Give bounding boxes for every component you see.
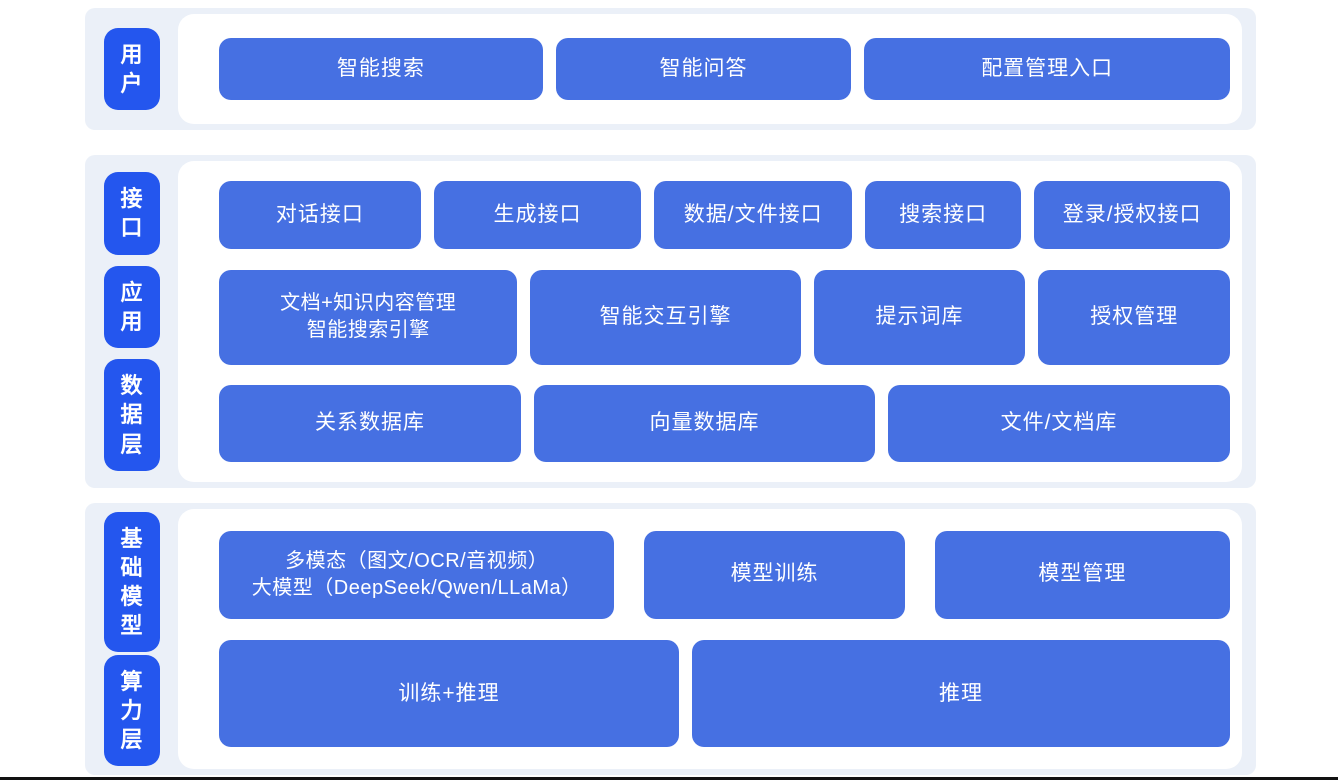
band-user-layer: 用户 智能搜索 智能问答 配置管理入口	[85, 8, 1256, 130]
block-data-file-api: 数据/文件接口	[654, 181, 853, 250]
block-label: 向量数据库	[649, 411, 760, 435]
block-login-auth-api: 登录/授权接口	[1034, 181, 1230, 250]
bottom-border-line	[0, 777, 1338, 780]
block-label: 文件/文档库	[1000, 411, 1118, 435]
row-interfaces: 对话接口 生成接口 数据/文件接口 搜索接口 登录/授权接口	[219, 181, 1230, 250]
tab-data-layer: 数据层	[103, 359, 160, 471]
block-label: 数据/文件接口	[683, 203, 823, 227]
band-foundation-compute: 基础模型 算力层 多模态（图文/OCR/音视频） 大模型（DeepSeek/Qw…	[85, 503, 1256, 775]
block-label: 智能搜索	[336, 56, 425, 80]
panel-interface-application-data: 对话接口 生成接口 数据/文件接口 搜索接口 登录/授权接口 文档+知识内容管理…	[178, 161, 1242, 482]
block-auth-management: 授权管理	[1038, 269, 1230, 365]
tab-compute-layer: 算力层	[103, 654, 160, 767]
block-model-management: 模型管理	[934, 530, 1231, 619]
row-user-entries: 智能搜索 智能问答 配置管理入口	[219, 38, 1230, 100]
block-training-plus-inference: 训练+推理	[219, 640, 679, 748]
block-inference: 推理	[692, 640, 1230, 748]
block-label: 推理	[939, 681, 983, 705]
row-compute: 训练+推理 推理	[219, 640, 1230, 748]
block-label: 模型训练	[730, 562, 819, 586]
block-smart-interaction-engine: 智能交互引擎	[530, 269, 801, 365]
block-label: 智能交互引擎	[599, 304, 732, 328]
layer-tab-column: 基础模型 算力层	[85, 503, 178, 775]
row-applications: 文档+知识内容管理 智能搜索引擎 智能交互引擎 提示词库 授权管理	[219, 269, 1230, 365]
block-label: 多模态（图文/OCR/音视频） 大模型（DeepSeek/Qwen/LLaMa）	[251, 549, 582, 599]
block-label: 文档+知识内容管理 智能搜索引擎	[280, 292, 457, 341]
block-relational-database: 关系数据库	[219, 384, 521, 462]
row-models: 多模态（图文/OCR/音视频） 大模型（DeepSeek/Qwen/LLaMa）…	[219, 530, 1231, 619]
block-doc-knowledge-search-engine: 文档+知识内容管理 智能搜索引擎	[219, 269, 518, 365]
block-label: 提示词库	[875, 304, 964, 328]
layer-tab-column: 用户	[85, 8, 178, 130]
block-smart-qa: 智能问答	[555, 38, 852, 100]
block-file-document-store: 文件/文档库	[888, 384, 1230, 462]
block-multimodal-large-model: 多模态（图文/OCR/音视频） 大模型（DeepSeek/Qwen/LLaMa）	[219, 530, 615, 619]
band-interface-application-data: 接口 应用 数据层 对话接口 生成接口 数据/文件接口 搜索接口 登录/授权接	[85, 155, 1256, 488]
block-generation-api: 生成接口	[433, 181, 642, 250]
block-search-api: 搜索接口	[865, 181, 1022, 250]
block-label: 训练+推理	[398, 681, 500, 705]
block-smart-search: 智能搜索	[219, 38, 543, 100]
block-vector-database: 向量数据库	[534, 384, 875, 462]
tab-application-layer: 应用	[103, 265, 160, 348]
block-dialog-api: 对话接口	[219, 181, 421, 250]
block-label: 智能问答	[659, 56, 748, 80]
block-label: 登录/授权接口	[1062, 203, 1202, 227]
tab-user-layer: 用户	[103, 27, 160, 111]
architecture-diagram: 用户 智能搜索 智能问答 配置管理入口 接口 应用 数据层	[85, 8, 1256, 775]
block-label: 关系数据库	[315, 411, 425, 435]
block-config-management-entry: 配置管理入口	[864, 38, 1230, 100]
layer-tab-column: 接口 应用 数据层	[85, 155, 178, 488]
block-model-training: 模型训练	[644, 530, 905, 619]
block-label: 模型管理	[1038, 562, 1127, 586]
tab-interface-layer: 接口	[103, 172, 160, 255]
row-data-stores: 关系数据库 向量数据库 文件/文档库	[219, 384, 1230, 462]
block-label: 对话接口	[275, 203, 364, 227]
panel-foundation-compute: 多模态（图文/OCR/音视频） 大模型（DeepSeek/Qwen/LLaMa）…	[178, 509, 1242, 769]
block-prompt-library: 提示词库	[813, 269, 1026, 365]
panel-user-layer: 智能搜索 智能问答 配置管理入口	[178, 14, 1242, 124]
block-label: 搜索接口	[899, 203, 988, 227]
block-label: 生成接口	[493, 203, 582, 227]
block-label: 配置管理入口	[981, 56, 1114, 80]
tab-foundation-model-layer: 基础模型	[103, 511, 160, 653]
block-label: 授权管理	[1090, 304, 1179, 328]
